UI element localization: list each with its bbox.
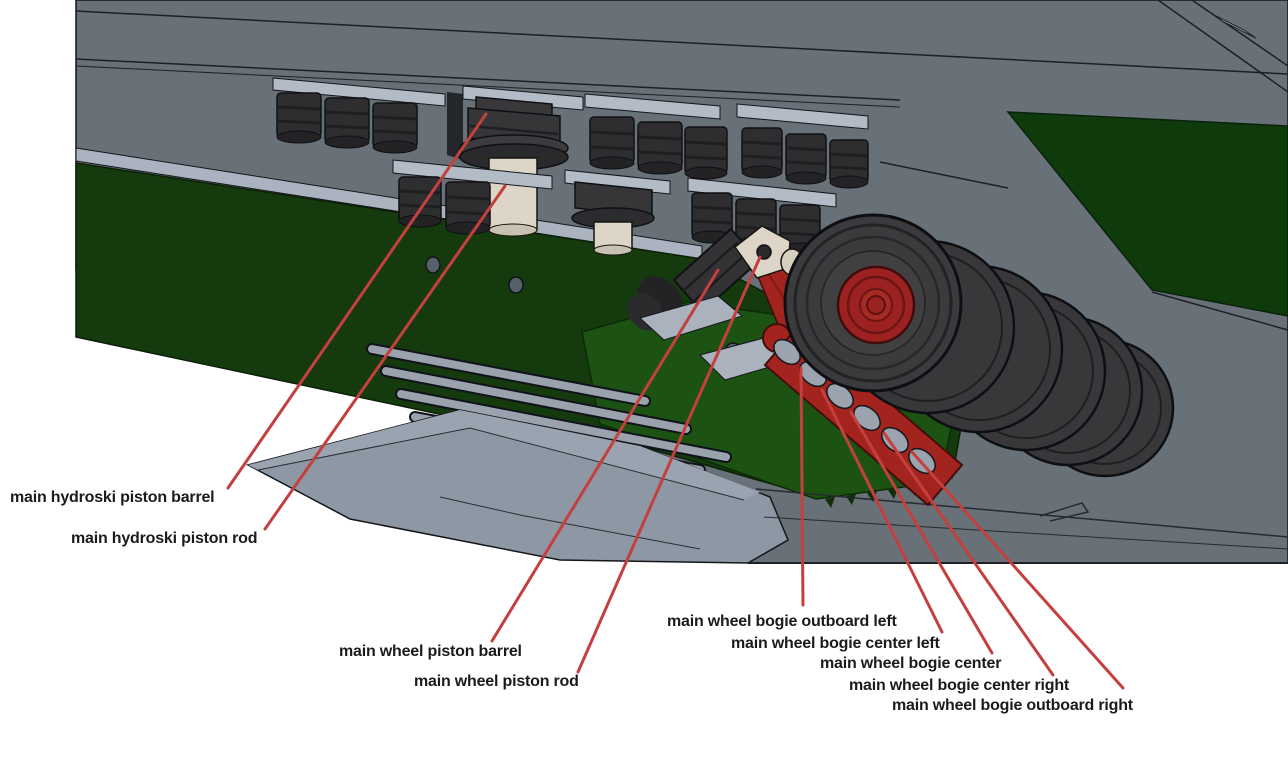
label-main-wheel-bogie-center-left: main wheel bogie center left (731, 635, 940, 652)
mount-plate (564, 169, 671, 195)
mount-plate (462, 85, 584, 111)
mount-plate (584, 93, 721, 120)
upper-deck-bellows (272, 77, 869, 237)
bellows-cylinder (276, 92, 322, 144)
mount-plate (736, 103, 869, 130)
leader-main-hydroski-piston-rod (263, 184, 507, 531)
panel-line (75, 10, 1288, 75)
label-main-wheel-piston-rod: main wheel piston rod (414, 673, 579, 690)
bellows-cylinder (372, 102, 418, 154)
panel-line (879, 161, 1009, 189)
front-wheel (783, 213, 963, 393)
strut-bracket (639, 295, 744, 341)
bogie-wheels (783, 213, 1175, 478)
leader-main-wheel-piston-barrel (490, 268, 720, 643)
mount-plate (687, 177, 837, 208)
panel-line (1151, 291, 1288, 331)
hydroski (245, 409, 789, 564)
panel-sliver (1211, 13, 1257, 39)
deck-slot (447, 92, 463, 160)
mount-plate (272, 77, 446, 107)
lower-piston (564, 169, 671, 256)
panel-line (75, 65, 901, 108)
bellows-cylinder (398, 176, 442, 228)
keel-notch (1039, 502, 1090, 522)
bellows-cylinder (741, 127, 783, 179)
panel-line (1157, 0, 1288, 93)
leader-main-wheel-piston-rod (576, 255, 762, 674)
clevis-pin (756, 244, 772, 260)
label-main-hydroski-piston-barrel: main hydroski piston barrel (10, 489, 215, 506)
bellows-cylinder (324, 97, 370, 149)
leader-main-wheel-bogie-center (849, 410, 994, 655)
hydroski-piston-rod (488, 157, 538, 231)
label-main-wheel-bogie-outboard-right: main wheel bogie outboard right (892, 697, 1133, 714)
bellows-cylinder (445, 181, 491, 235)
hull-bottom (748, 488, 1288, 564)
leader-main-wheel-bogie-outboard-right (910, 450, 1125, 690)
bellows-cylinder (684, 126, 728, 180)
leader-main-wheel-bogie-outboard-left (799, 366, 805, 607)
panel-line (1191, 0, 1288, 67)
label-main-hydroski-piston-rod: main hydroski piston rod (71, 530, 258, 547)
bellows-cylinder (829, 139, 869, 189)
leader-lines (226, 112, 1125, 690)
wheel-hub (836, 265, 916, 345)
hydroski-piston (459, 85, 584, 237)
label-main-wheel-bogie-outboard-left: main wheel bogie outboard left (667, 613, 897, 630)
label-main-wheel-bogie-center-right: main wheel bogie center right (849, 677, 1070, 694)
label-main-wheel-bogie-center: main wheel bogie center (820, 655, 1002, 672)
label-main-wheel-piston-barrel: main wheel piston barrel (339, 643, 522, 660)
wheel-well-green-panel (1006, 111, 1288, 317)
bellows-cylinder (589, 116, 635, 170)
leader-main-wheel-bogie-center-left (820, 388, 944, 634)
mount-plate (392, 159, 553, 190)
panel-line (75, 58, 901, 101)
leader-main-hydroski-piston-barrel (226, 112, 488, 490)
bellows-cylinder (785, 133, 827, 185)
bellows-cylinder (637, 121, 683, 175)
leader-main-wheel-bogie-center-right (882, 431, 1055, 677)
